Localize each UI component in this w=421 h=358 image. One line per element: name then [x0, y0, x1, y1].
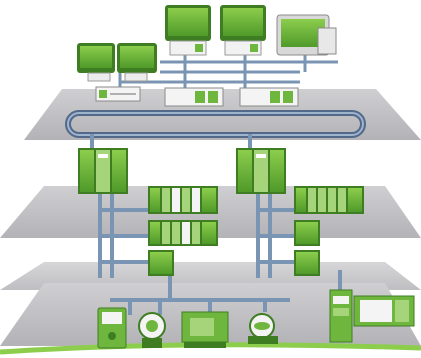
field-device-motor-1 [138, 312, 166, 348]
io-rack-1 [148, 186, 218, 214]
field-device-pump [248, 313, 278, 344]
workstation-2 [117, 43, 157, 82]
workstation-5 [276, 14, 337, 56]
io-rack-3 [148, 250, 174, 276]
field-device-drive [97, 307, 127, 349]
controller-2 [236, 148, 286, 194]
controller-1 [78, 148, 128, 194]
field-device-motor-2 [181, 311, 229, 348]
io-rack-2 [148, 220, 218, 246]
server-3 [239, 87, 299, 107]
io-rack-5 [294, 220, 320, 276]
field-device-cabinet [329, 289, 353, 343]
workstation-4 [220, 5, 266, 56]
io-rack-4 [294, 186, 364, 214]
field-device-hmi-panel [353, 295, 415, 327]
workstation-3 [165, 5, 211, 56]
server-2 [164, 87, 224, 107]
server-1 [95, 86, 141, 102]
trunk-pipes [90, 134, 342, 315]
workstation-1 [77, 43, 115, 82]
